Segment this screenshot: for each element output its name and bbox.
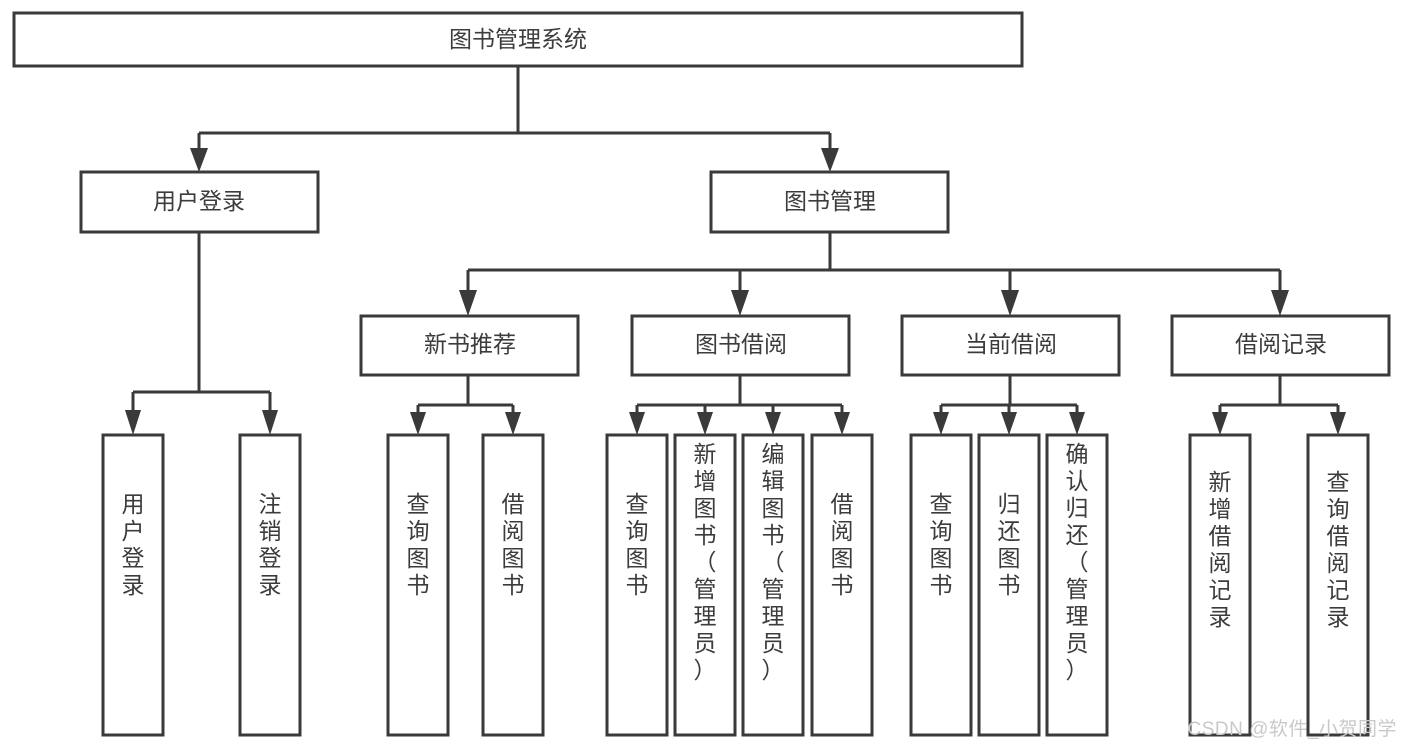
node-new-book-recommend-box[interactable] <box>359 314 580 377</box>
arrow-head-leaf-query-record <box>1330 412 1346 435</box>
leaf-node-query-book-rec-label: 查询图书 <box>407 491 430 598</box>
leaf-node-add-book-admin[interactable]: 新增图书（管理员） <box>673 433 737 737</box>
leaf-node-return-book[interactable]: 归还图书 <box>977 433 1041 737</box>
leaf-node-edit-book-admin-box[interactable] <box>741 433 805 737</box>
leaf-node-query-book-rec-box[interactable] <box>386 433 450 737</box>
arrow-head-leaf-return-book <box>1001 412 1017 435</box>
arrow-head-new-book-rec <box>459 290 477 316</box>
arrow-head-borrow-record <box>1271 290 1289 316</box>
leaf-node-borrow-book-rec-box[interactable] <box>481 433 545 737</box>
leaf-node-add-book-admin-box[interactable] <box>673 433 737 737</box>
node-borrow-record-label: 借阅记录 <box>1235 331 1327 357</box>
arrow-head-leaf-confirm-return <box>1069 412 1085 435</box>
csdn-watermark: CSDN @软件_小贺同学 <box>1187 719 1397 740</box>
leaf-node-confirm-return-admin-box[interactable] <box>1045 433 1109 737</box>
arrow-head-user-login <box>190 148 208 172</box>
node-root-box[interactable] <box>12 11 1024 68</box>
leaf-node-add-borrow-record-label: 新增借阅记录 <box>1209 469 1232 630</box>
node-book-management-box[interactable] <box>709 170 950 234</box>
node-borrow-record-box[interactable] <box>1170 314 1391 377</box>
leaf-node-query-book-borrow-label: 查询图书 <box>626 491 649 598</box>
leaf-node-query-book-borrow[interactable]: 查询图书 <box>605 433 669 737</box>
node-new-book-recommend-label: 新书推荐 <box>424 331 516 357</box>
connector-layer <box>125 66 1346 435</box>
leaf-node-borrow-book-borrow-box[interactable] <box>810 433 874 737</box>
node-current-borrow-label: 当前借阅 <box>965 331 1057 357</box>
node-book-management-label: 图书管理 <box>784 188 876 214</box>
arrow-head-leaf-query-book-1 <box>410 412 426 435</box>
node-book-borrow[interactable]: 图书借阅 <box>630 314 851 377</box>
node-root-book-management-system[interactable]: 图书管理系统 <box>12 11 1024 68</box>
leaf-node-return-book-label: 归还图书 <box>998 491 1021 598</box>
leaf-node-user-login[interactable]: 用户登录 <box>101 433 165 737</box>
arrow-head-leaf-query-book-2 <box>629 412 645 435</box>
node-new-book-recommend[interactable]: 新书推荐 <box>359 314 580 377</box>
arrow-head-leaf-logout <box>262 410 278 435</box>
node-user-login-box[interactable] <box>79 170 320 234</box>
arrow-head-book-borrow <box>731 290 749 316</box>
leaf-node-borrow-book-rec[interactable]: 借阅图书 <box>481 433 545 737</box>
leaf-node-query-book-current-box[interactable] <box>909 433 973 737</box>
leaf-node-query-book-current-label: 查询图书 <box>930 491 953 598</box>
leaf-node-query-borrow-record[interactable]: 查询借阅记录 <box>1306 433 1370 737</box>
arrow-head-leaf-borrow-book-2 <box>834 412 850 435</box>
leaf-node-edit-book-admin[interactable]: 编辑图书（管理员） <box>741 433 805 737</box>
leaf-node-user-login-label: 用户登录 <box>122 491 145 598</box>
arrow-head-current-borrow <box>1001 290 1019 316</box>
arrow-head-book-mgmt <box>821 148 839 172</box>
arrow-head-leaf-user-login <box>125 410 141 435</box>
arrow-head-leaf-add-book <box>697 412 713 435</box>
leaf-node-query-book-rec[interactable]: 查询图书 <box>386 433 450 737</box>
arrow-head-leaf-add-record <box>1212 412 1228 435</box>
leaf-node-borrow-book-borrow-label: 借阅图书 <box>831 491 854 598</box>
leaf-node-edit-book-admin-label: 编辑图书（管理员） <box>762 441 785 683</box>
node-user-login[interactable]: 用户登录 <box>79 170 320 234</box>
leaf-node-borrow-book-rec-label: 借阅图书 <box>502 491 525 598</box>
leaf-node-add-book-admin-label: 新增图书（管理员） <box>694 441 717 683</box>
node-borrow-record[interactable]: 借阅记录 <box>1170 314 1391 377</box>
leaf-node-logout-box[interactable] <box>238 433 302 737</box>
arrow-head-leaf-borrow-book-1 <box>505 412 521 435</box>
leaf-node-add-borrow-record-box[interactable] <box>1188 433 1252 737</box>
leaf-node-return-book-box[interactable] <box>977 433 1041 737</box>
leaf-node-logout-label: 注销登录 <box>259 491 282 598</box>
arrow-head-leaf-query-book-3 <box>933 412 949 435</box>
leaf-node-query-book-current[interactable]: 查询图书 <box>909 433 973 737</box>
leaf-node-add-borrow-record[interactable]: 新增借阅记录 <box>1188 433 1252 737</box>
node-user-login-label: 用户登录 <box>153 188 245 214</box>
node-current-borrow[interactable]: 当前借阅 <box>900 314 1121 377</box>
leaf-node-query-book-borrow-box[interactable] <box>605 433 669 737</box>
node-book-management[interactable]: 图书管理 <box>709 170 950 234</box>
leaf-node-user-login-box[interactable] <box>101 433 165 737</box>
leaf-node-query-borrow-record-box[interactable] <box>1306 433 1370 737</box>
arrow-head-leaf-edit-book <box>765 412 781 435</box>
node-book-borrow-box[interactable] <box>630 314 851 377</box>
leaf-node-confirm-return-admin-label: 确认归还（管理员） <box>1066 441 1089 683</box>
leaf-node-borrow-book-borrow[interactable]: 借阅图书 <box>810 433 874 737</box>
node-book-borrow-label: 图书借阅 <box>695 331 787 357</box>
leaf-node-query-borrow-record-label: 查询借阅记录 <box>1327 469 1350 630</box>
node-current-borrow-box[interactable] <box>900 314 1121 377</box>
node-root-label: 图书管理系统 <box>449 26 587 52</box>
leaf-node-confirm-return-admin[interactable]: 确认归还（管理员） <box>1045 433 1109 737</box>
leaf-node-logout[interactable]: 注销登录 <box>238 433 302 737</box>
